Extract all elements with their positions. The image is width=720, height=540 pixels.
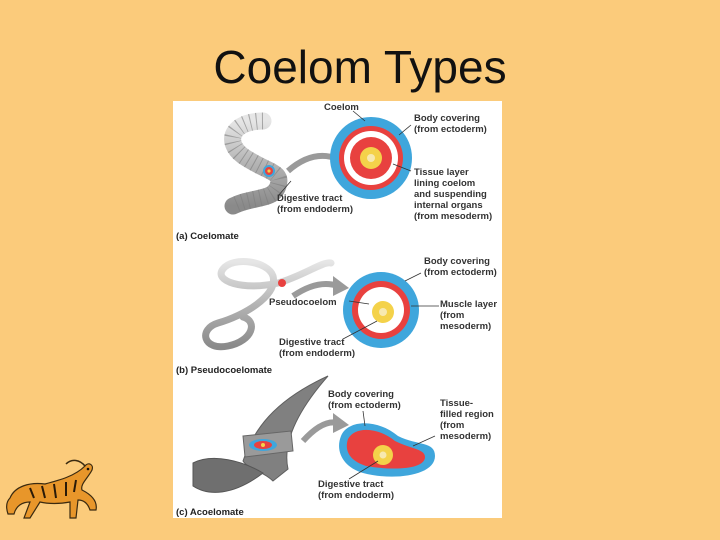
label-muscle-layer: Muscle layer (from mesoderm) (440, 299, 498, 332)
slide-title: Coelom Types (213, 41, 507, 93)
label-digestive-c: Digestive tract (from endoderm) (318, 479, 394, 501)
label-body-covering-c: Body covering (from ectoderm) (328, 389, 401, 411)
coelom-diagram (192, 110, 439, 493)
caption-pseudocoelomate: (b) Pseudocoelomate (176, 365, 273, 376)
flatworm-icon (192, 375, 329, 493)
diagram-panel: Coelom Body covering (from ectoderm) Tis… (173, 101, 502, 518)
caption-coelomate: (a) Coelomate (176, 231, 239, 242)
label-digestive-a: Digestive tract (from endoderm) (277, 193, 353, 215)
acoelomate-cross-section (339, 423, 435, 477)
arrow-icon (300, 419, 339, 444)
label-pseudocoelom: Pseudocoelom (269, 297, 337, 308)
caption-acoelomate: (c) Acoelomate (176, 507, 244, 518)
tiger-icon (6, 459, 97, 519)
label-body-covering-a: Body covering (from ectoderm) (414, 113, 487, 135)
label-tissue-layer: Tissue layer lining coelom and suspendin… (414, 167, 493, 222)
label-coelom: Coelom (324, 102, 359, 113)
coelomate-cross-section (330, 117, 412, 199)
earthworm-icon (224, 112, 288, 215)
label-digestive-b: Digestive tract (from endoderm) (279, 337, 355, 359)
label-tissue-filled: Tissue- filled region (from mesoderm) (440, 398, 494, 442)
arrow-icon (291, 281, 339, 299)
label-body-covering-b: Body covering (from ectoderm) (424, 256, 497, 278)
roundworm-icon (202, 258, 335, 351)
